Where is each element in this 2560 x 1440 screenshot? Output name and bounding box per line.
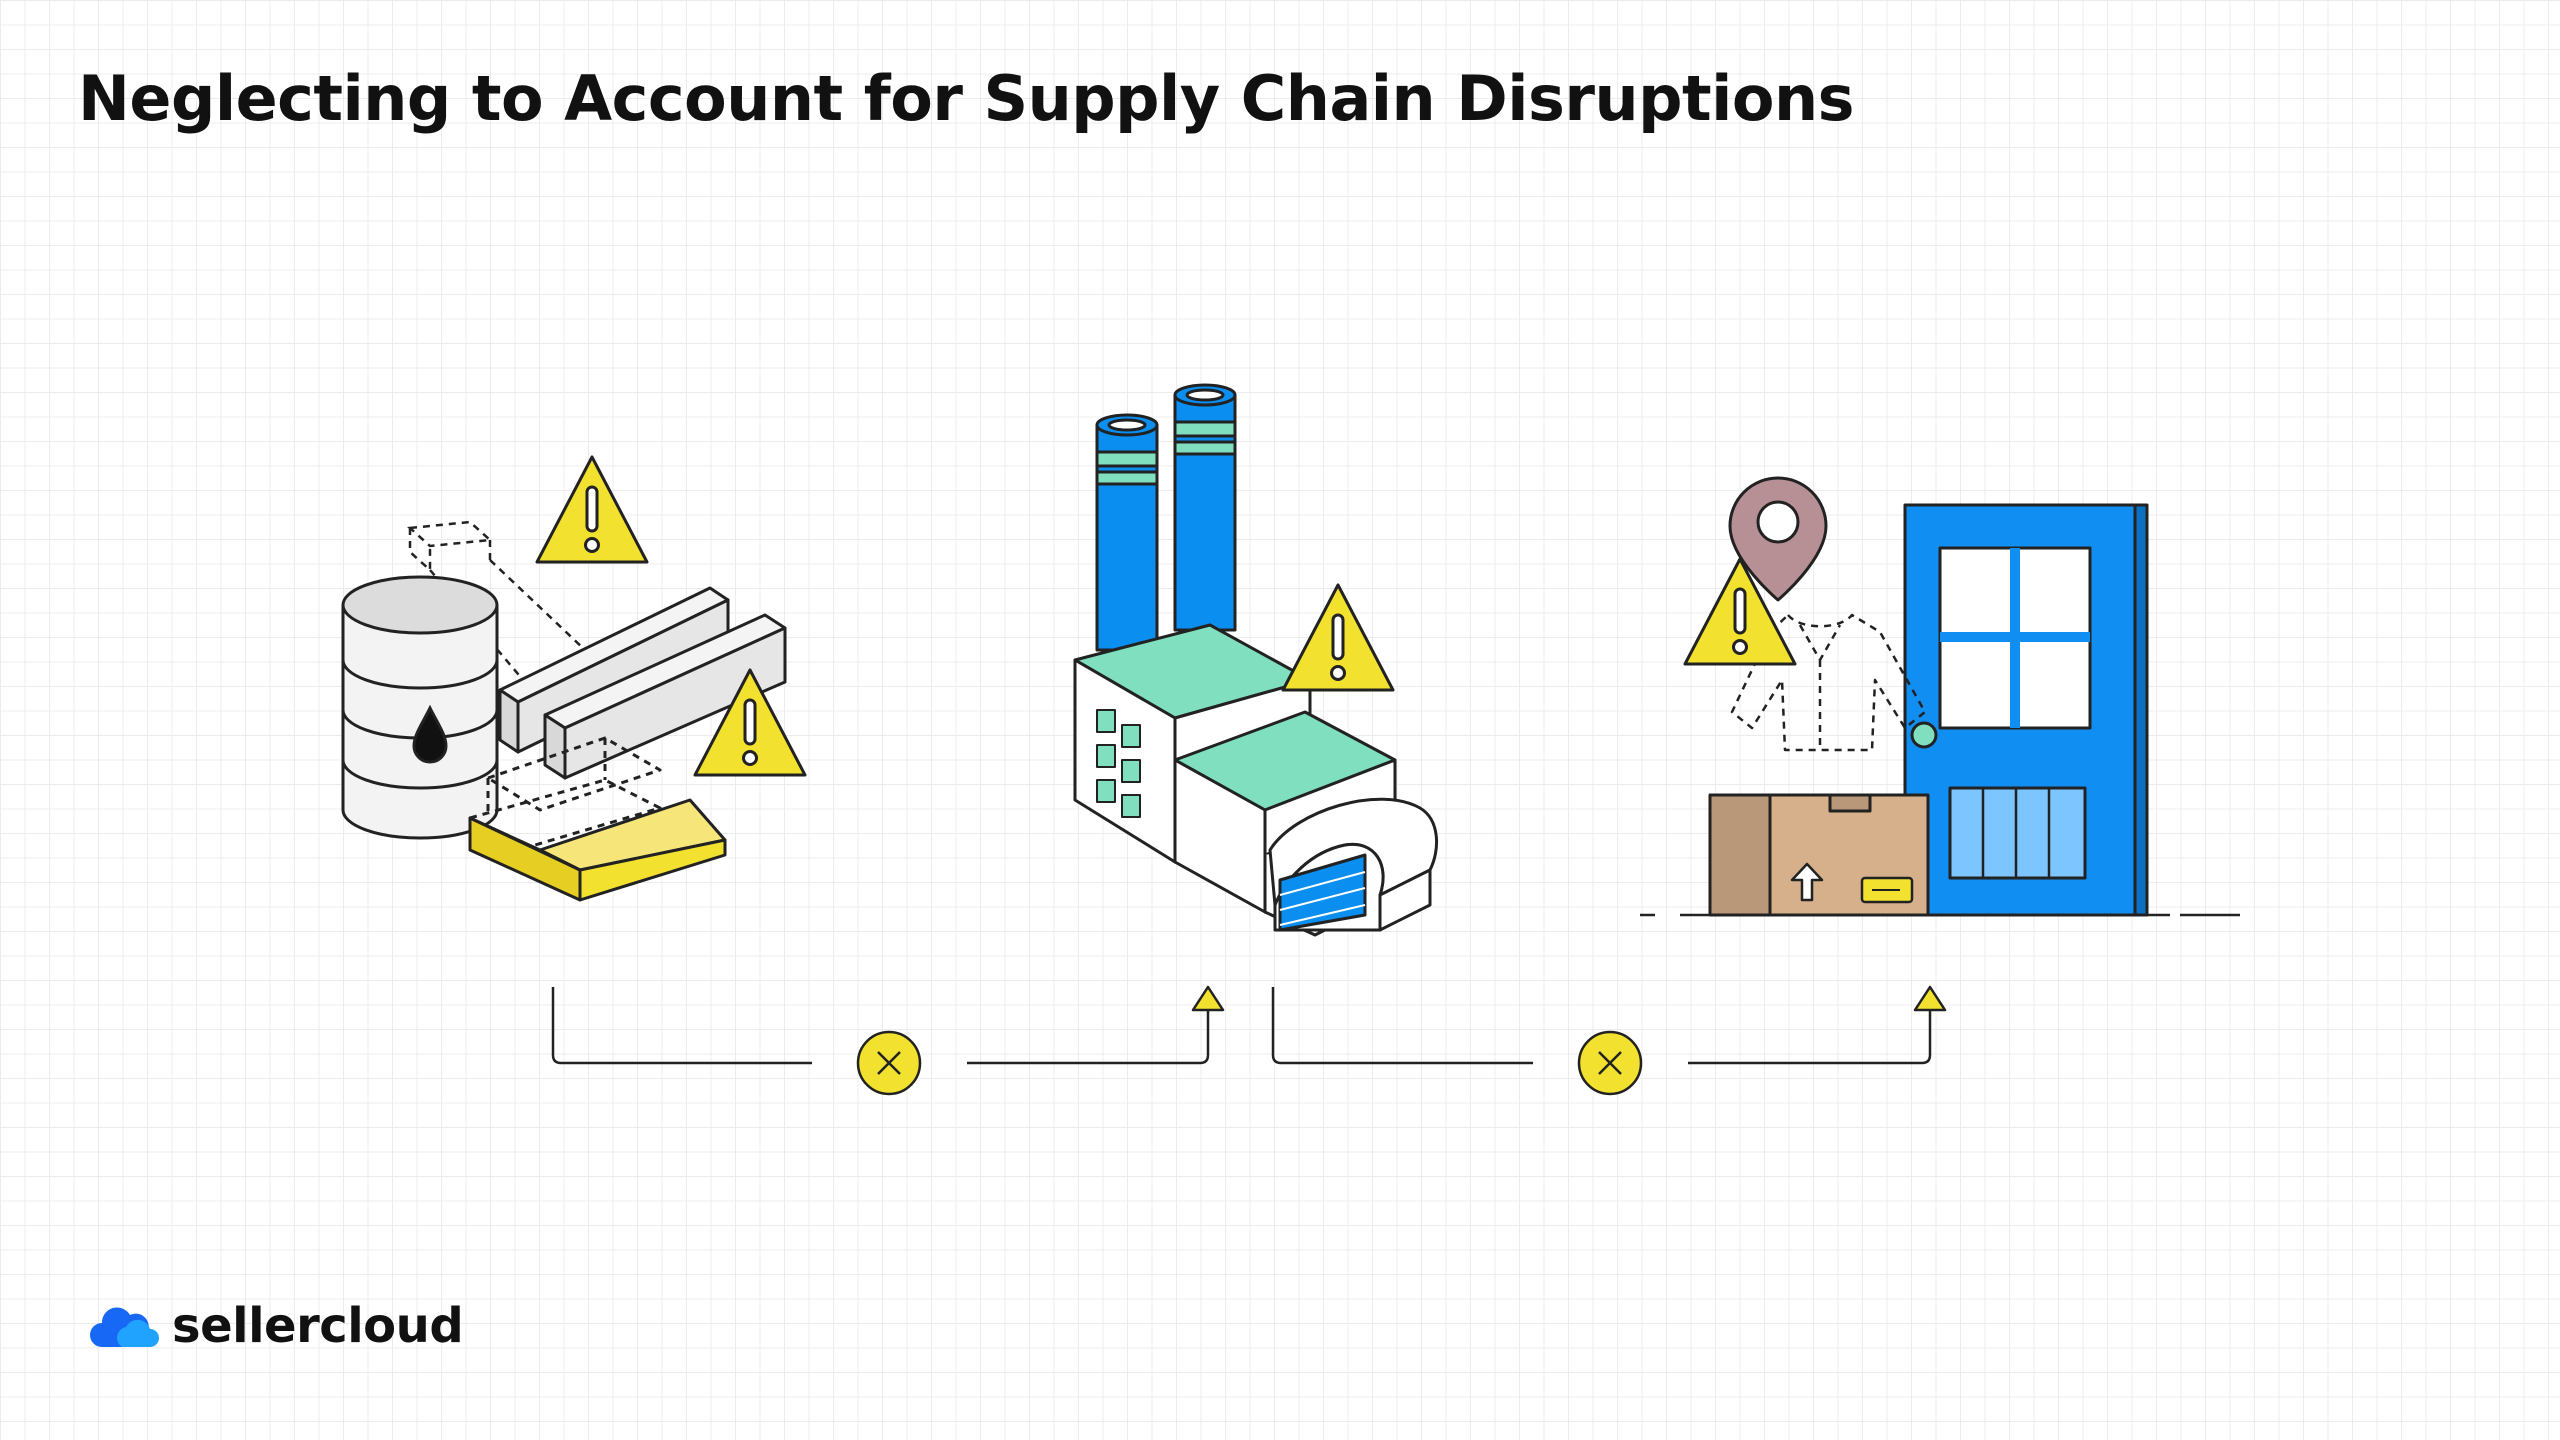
location-pin-icon [1728, 476, 1828, 602]
door-icon [1903, 503, 2149, 917]
x-circle-icon [1577, 1030, 1643, 1096]
disruption-arrow-icon [1913, 985, 1947, 1012]
customer-delivery-illustration [1640, 476, 2240, 917]
package-box-icon [1708, 793, 1930, 917]
smokestack-icon [1173, 383, 1237, 632]
warning-icon [535, 455, 649, 564]
factory-icon [1073, 623, 1439, 937]
raw-materials-illustration [341, 455, 807, 902]
oil-drop-icon [412, 704, 448, 764]
garage-door-icon [1278, 853, 1367, 932]
factory-illustration [1073, 383, 1439, 937]
smokestack-icon [1095, 413, 1159, 652]
brand-name: sellercloud [172, 1298, 464, 1354]
gold-bar-icon [468, 736, 727, 902]
page-title: Neglecting to Account for Supply Chain D… [78, 62, 1855, 135]
x-circle-icon [856, 1030, 922, 1096]
connector-1 [551, 987, 1210, 1065]
warning-icon [1281, 583, 1395, 692]
connector-2 [1271, 987, 1932, 1065]
disruption-arrow-icon [1191, 985, 1225, 1012]
brand-logo: sellercloud [88, 1298, 464, 1354]
jacket-icon [1730, 613, 1927, 752]
steel-beam-icon [498, 586, 787, 780]
oil-barrel-icon [341, 575, 499, 840]
cloud-logo-icon [90, 1307, 159, 1347]
